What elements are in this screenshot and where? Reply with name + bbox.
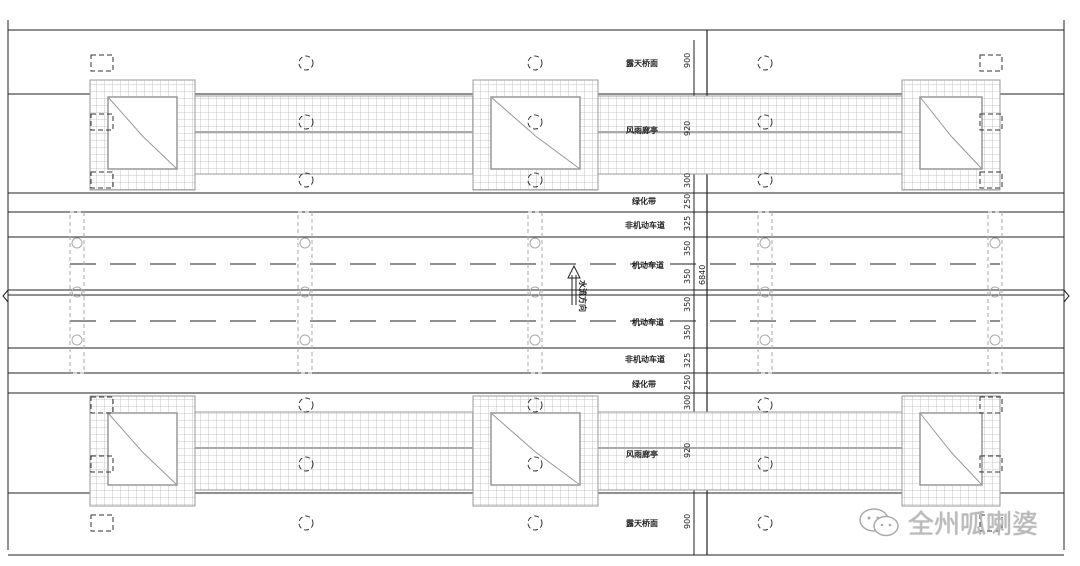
dimension-value: 350 [683, 269, 692, 284]
column-square [979, 171, 1003, 189]
dimension-value: 920 [683, 121, 692, 136]
label-non-motor-top: 非机动车道 [625, 220, 665, 230]
pier-pile [759, 334, 771, 346]
pier-pile [989, 237, 1001, 249]
dimension-value: 325 [683, 216, 692, 231]
column-circle [298, 114, 314, 130]
label-corridor-bottom: 风雨廊亭 [626, 449, 658, 459]
label-non-motor-bottom: 非机动车道 [625, 354, 665, 364]
column-circle [298, 172, 314, 188]
column-square [90, 514, 114, 532]
column-square [90, 455, 114, 473]
dimension-value: 250 [683, 194, 692, 209]
label-open-deck-top: 露天桥面 [626, 58, 658, 68]
column-circle [757, 55, 773, 71]
column-square [979, 113, 1003, 131]
label-motor-lane-1: 机动车道 [632, 260, 664, 270]
pavilion-opening [490, 412, 581, 486]
column-circle [298, 55, 314, 71]
columns-and-piers [69, 54, 1003, 532]
pier-pile [529, 334, 541, 346]
pier-outline [527, 211, 543, 374]
pavilion-ridge [490, 96, 581, 170]
column-square [979, 396, 1003, 414]
pier-pile [299, 237, 311, 249]
pier-pile [759, 237, 771, 249]
pier-pile [299, 286, 311, 298]
label-motor-lane-2: 机动车道 [632, 317, 664, 327]
label-green-belt-bottom: 绿化带 [632, 379, 656, 389]
pier-pile [71, 286, 83, 298]
column-square [90, 171, 114, 189]
pier-outline [987, 211, 1003, 374]
pavilion-ridge [107, 96, 178, 170]
label-green-belt-top: 绿化带 [632, 196, 656, 206]
pavilion-ridge [919, 96, 983, 170]
column-square [90, 54, 114, 72]
dimension-value: 350 [683, 297, 692, 312]
pier-pile [529, 237, 541, 249]
watermark-text: 全州呱喇婆 [908, 510, 1039, 540]
dimension-value: 350 [683, 241, 692, 256]
column-circle [757, 456, 773, 472]
column-square [90, 113, 114, 131]
label-flow-direction: 水流方向 [578, 279, 588, 312]
column-circle [527, 172, 543, 188]
column-square [979, 514, 1003, 532]
flow-arrow-icon [567, 264, 581, 305]
dimension-value: 920 [683, 443, 692, 458]
pier-pile [759, 286, 771, 298]
dimension-total: 6840 [698, 265, 707, 285]
column-circle [298, 515, 314, 531]
pavilion-ridge [490, 412, 581, 486]
pavilion-ridge [919, 412, 983, 486]
column-circle [527, 55, 543, 71]
pavilion-opening [919, 412, 983, 486]
dimension-value: 900 [683, 53, 692, 68]
column-square [979, 455, 1003, 473]
corridors [89, 79, 1001, 507]
pier-pile [989, 334, 1001, 346]
column-circle [527, 456, 543, 472]
pavilion-ridge [107, 412, 178, 486]
pavilion-opening [107, 96, 178, 170]
column-circle [527, 114, 543, 130]
column-circle [298, 397, 314, 413]
dimension-value: 325 [683, 353, 692, 368]
dimension-labels: 900 920 300 250 325 350 350 350 350 325 250 300 920 9… [683, 53, 692, 529]
pier-pile [71, 334, 83, 346]
column-circle [757, 114, 773, 130]
pier-pile [299, 334, 311, 346]
dimension-value: 300 [683, 395, 692, 410]
column-circle [298, 456, 314, 472]
pier-pile [989, 286, 1001, 298]
label-open-deck-bottom: 露天桥面 [626, 518, 658, 528]
break-mark-right [1063, 289, 1070, 303]
wechat-icon [859, 507, 899, 536]
pier-outline [69, 211, 85, 374]
pier-outline [297, 211, 313, 374]
column-circle [757, 397, 773, 413]
dimension-value: 250 [683, 375, 692, 390]
column-circle [527, 397, 543, 413]
pavilion-opening [107, 412, 178, 486]
watermark: 全州呱喇婆 [858, 504, 1038, 541]
pier-outline [757, 211, 773, 374]
dimension-value: 900 [683, 514, 692, 529]
pier-pile [529, 286, 541, 298]
labels: 露天桥面 风雨廊亭 绿化带 非机动车道 机动车道 机动车道 非机动车道 绿化带 … [578, 58, 707, 528]
dimension-value: 300 [683, 173, 692, 188]
column-circle [527, 515, 543, 531]
column-circle [757, 515, 773, 531]
label-corridor-top: 风雨廊亭 [626, 125, 658, 135]
pavilion-opening [490, 96, 581, 170]
pavilion-opening [919, 96, 983, 170]
pier-pile [71, 237, 83, 249]
break-mark-left [2, 289, 9, 303]
dimension-value: 350 [683, 325, 692, 340]
column-square [979, 54, 1003, 72]
column-square [90, 396, 114, 414]
column-circle [757, 172, 773, 188]
